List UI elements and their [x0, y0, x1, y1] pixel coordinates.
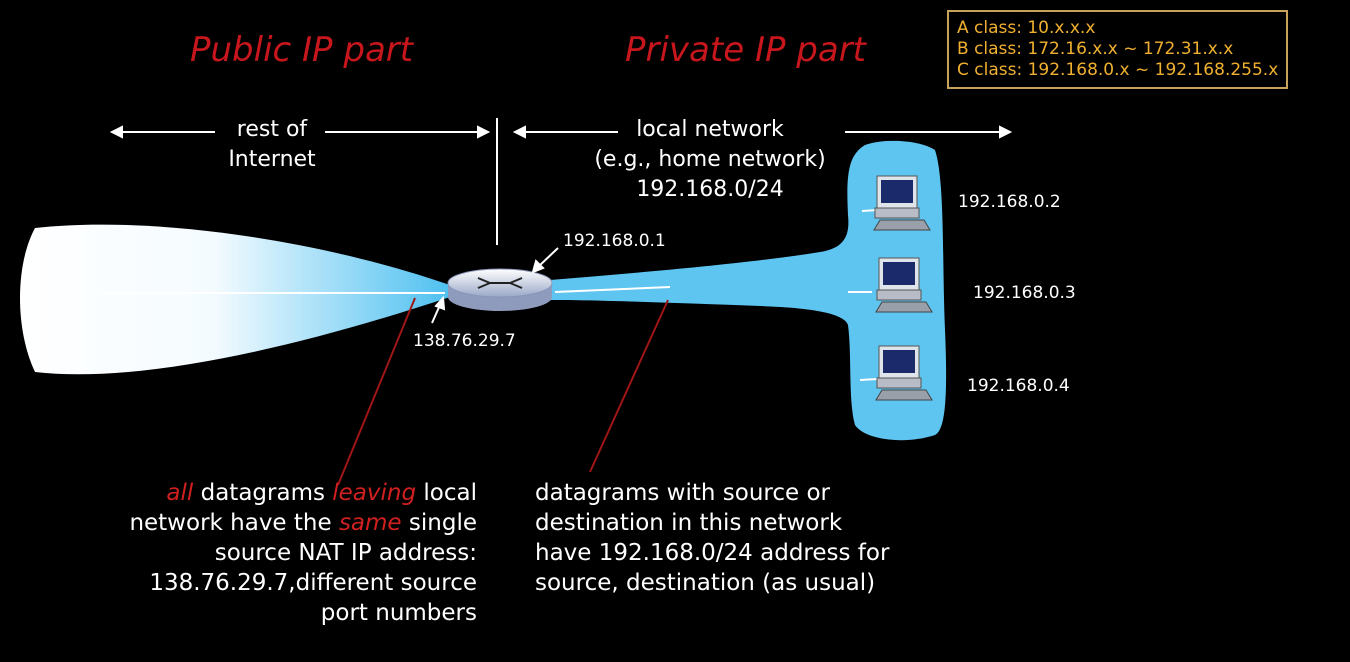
pointer-line-left — [337, 297, 416, 486]
local-label-line1: local network — [636, 117, 784, 142]
rest-label-line1: rest of — [236, 117, 308, 142]
legend-c-class: C class: 192.168.0.x ~ 192.168.255.x — [957, 60, 1279, 80]
computer-icon-3 — [875, 345, 933, 401]
local-subnet-label: 192.168.0/24 — [636, 177, 784, 202]
legend-a-class: A class: 10.x.x.x — [957, 18, 1096, 38]
internet-cloud — [20, 224, 450, 375]
local-network-label: local network (e.g., home network) 192.1… — [575, 115, 845, 205]
title-private: Private IP part — [625, 30, 867, 70]
computer-icon-2 — [875, 257, 933, 313]
host3-ip: 192.168.0.4 — [967, 376, 1070, 396]
host2-ip: 192.168.0.3 — [973, 283, 1076, 303]
router-public-ip: 138.76.29.7 — [413, 331, 516, 351]
scope-arrows — [109, 125, 1013, 139]
ip-pointers — [431, 247, 559, 324]
local-network-area — [550, 140, 947, 441]
rest-label-line2: Internet — [228, 147, 316, 172]
computer-icon-1 — [873, 175, 931, 231]
host1-ip: 192.168.0.2 — [958, 192, 1061, 212]
local-link — [554, 286, 671, 293]
legend-b-class: B class: 172.16.x.x ~ 172.31.x.x — [957, 39, 1234, 59]
caption-right: datagrams with source or destination in … — [535, 480, 890, 596]
ip-class-legend: A class: 10.x.x.x B class: 172.16.x.x ~ … — [947, 10, 1289, 89]
router-icon — [447, 268, 553, 311]
router-private-ip: 192.168.0.1 — [563, 231, 666, 251]
rest-of-internet-label: rest of Internet — [222, 115, 322, 175]
caption-left: all datagrams leaving local network have… — [129, 480, 477, 626]
local-label-line2: (e.g., home network) — [594, 147, 826, 172]
title-public: Public IP part — [190, 30, 414, 70]
pointer-line-right — [589, 299, 669, 473]
